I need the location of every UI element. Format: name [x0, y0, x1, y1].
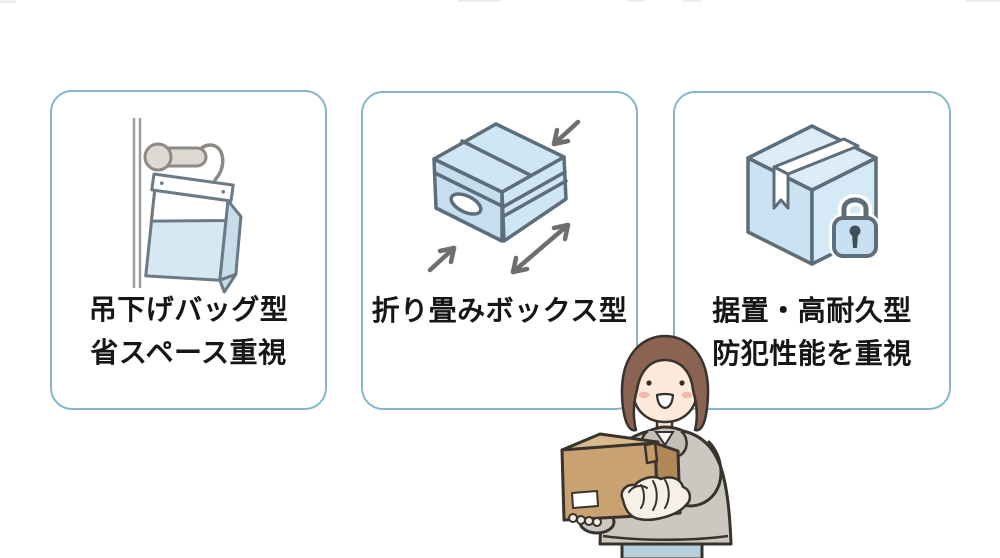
crop-artifact	[0, 0, 16, 3]
card-text-block: 据置・高耐久型 防犯性能を重視	[675, 289, 949, 375]
card-title: 吊下げバッグ型	[88, 294, 289, 325]
card-folding-box-type: 折り畳みボックス型	[361, 91, 638, 410]
padlock-icon	[829, 194, 881, 261]
locked-parcel-box-svg	[746, 124, 881, 266]
door-handle-hanging-bag-icon	[114, 112, 264, 299]
card-title: 据置・高耐久型	[712, 295, 912, 326]
card-hanging-bag-type: 吊下げバッグ型 省スペース重視	[50, 90, 327, 410]
card-text-block: 吊下げバッグ型 省スペース重視	[52, 288, 325, 374]
crop-artifact	[628, 0, 644, 2]
crop-artifact	[458, 0, 500, 2]
card-fixed-durable-type: 据置・高耐久型 防犯性能を重視	[673, 91, 951, 410]
crop-artifact	[683, 0, 701, 2]
door-handle-hanging-bag-svg	[132, 118, 243, 294]
woman-carrying-box-svg	[560, 334, 733, 558]
card-title: 折り畳みボックス型	[371, 295, 628, 326]
folding-box-arrows-svg	[427, 119, 581, 275]
locked-parcel-box-icon	[740, 118, 910, 273]
card-subtitle: 省スペース重視	[90, 337, 287, 368]
woman-carrying-cardboard-box-illustration	[545, 332, 780, 558]
card-text-block: 折り畳みボックス型	[363, 289, 636, 375]
card-subtitle: 防犯性能を重視	[712, 338, 912, 369]
folding-box-arrows-icon	[418, 110, 588, 290]
crop-artifact	[966, 0, 1000, 2]
